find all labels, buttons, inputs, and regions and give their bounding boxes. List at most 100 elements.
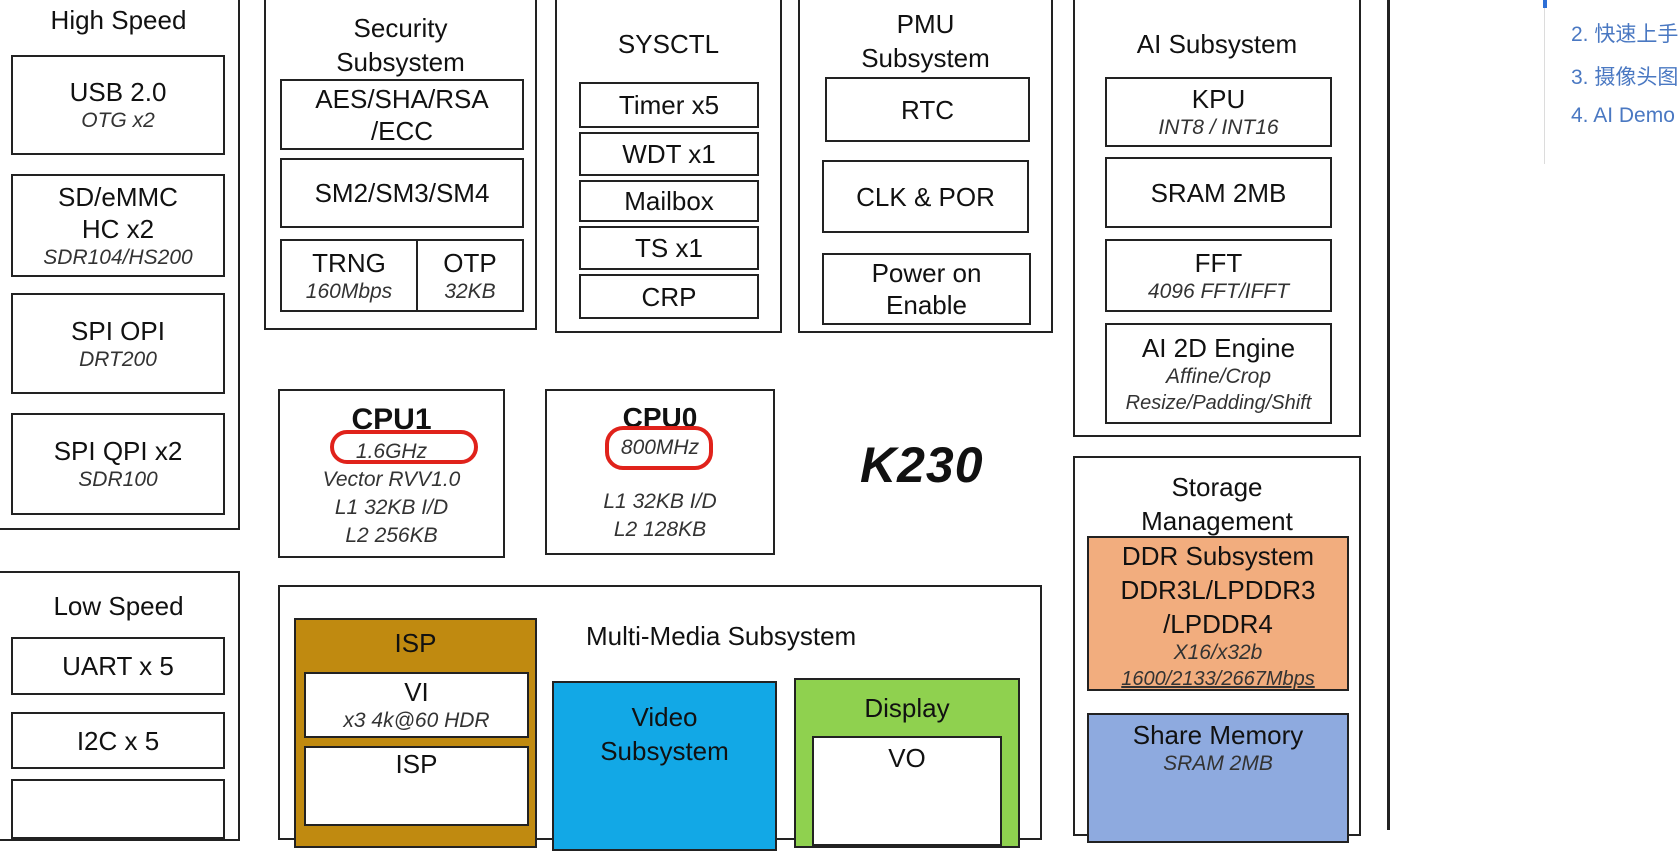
- ai-2d-engine-block: AI 2D Engine Affine/Crop Resize/Padding/…: [1105, 323, 1332, 424]
- aes-label-2: /ECC: [370, 115, 434, 146]
- sm-label: SM2/SM3/SM4: [314, 178, 490, 208]
- low-speed-item-partial: [11, 779, 225, 839]
- low-speed-title: Low Speed: [53, 591, 184, 621]
- timer-block: Timer x5: [579, 82, 759, 128]
- i2c-block: I2C x 5: [11, 712, 225, 769]
- vi-block: VI x3 4k@60 HDR: [304, 672, 529, 738]
- storage-title-1: Storage: [1171, 472, 1263, 502]
- pmu-title-2: Subsystem: [861, 43, 990, 73]
- ddr-label-2: DDR3L/LPDDR3: [1120, 575, 1316, 605]
- isp-inner-block: ISP: [304, 746, 529, 826]
- security-title-2: Subsystem: [336, 47, 465, 77]
- cpu0-l1: L1 32KB I/D: [603, 490, 717, 513]
- low-speed-block: Low Speed UART x 5 I2C x 5: [0, 571, 240, 841]
- ai-2d-engine-detail-1: Affine/Crop: [1165, 364, 1272, 388]
- chip-boundary-line: [1387, 0, 1390, 830]
- sd-emmc-label-2: HC x2: [81, 213, 155, 244]
- fft-detail: 4096 FFT/IFFT: [1147, 279, 1290, 303]
- security-subsystem-block: Security Subsystem AES/SHA/RSA /ECC SM2/…: [264, 0, 537, 330]
- high-speed-block: High Speed USB 2.0 OTG x2 SD/eMMC HC x2 …: [0, 0, 240, 530]
- spi-opi-label: SPI OPI: [71, 315, 165, 346]
- sd-emmc-label: SD/eMMC: [58, 181, 178, 212]
- share-memory-label: Share Memory: [1132, 720, 1304, 750]
- cpu1-l2: L2 256KB: [345, 524, 438, 547]
- uart-block: UART x 5: [11, 637, 225, 695]
- power-on-label: Power on: [871, 258, 982, 288]
- cpu0-block: CPU0 800MHz L1 32KB I/D L2 128KB: [545, 389, 775, 555]
- ai-sram-label: SRAM 2MB: [1150, 177, 1287, 208]
- sm-block: SM2/SM3/SM4: [280, 158, 524, 228]
- ddr-detail-1: X16/x32b: [1173, 641, 1263, 664]
- usb-detail: OTG x2: [81, 109, 155, 132]
- spi-opi-detail: DRT200: [79, 347, 157, 371]
- cpu1-freq: 1.6GHz: [355, 440, 428, 463]
- fft-label: FFT: [1194, 247, 1243, 278]
- ts-block: TS x1: [579, 226, 759, 270]
- ts-label: TS x1: [635, 233, 703, 263]
- kpu-label: KPU: [1191, 84, 1246, 114]
- ai-subsystem-block: AI Subsystem KPU INT8 / INT16 SRAM 2MB F…: [1073, 0, 1361, 437]
- wdt-label: WDT x1: [622, 139, 716, 169]
- spi-qpi-detail: SDR100: [78, 468, 158, 491]
- toc-item-camera[interactable]: 3. 摄像头图: [1571, 66, 1678, 89]
- toc-active-indicator: [1543, 0, 1547, 8]
- pmu-title-1: PMU: [896, 9, 955, 39]
- ai-2d-engine-detail-2: Resize/Padding/Shift: [1125, 391, 1312, 414]
- rtc-label: RTC: [901, 94, 954, 125]
- storage-title-2: Management: [1141, 506, 1293, 536]
- spi-qpi-label: SPI QPI x2: [53, 436, 183, 466]
- sysctl-title: SYSCTL: [617, 29, 720, 59]
- high-speed-title: High Speed: [50, 5, 187, 35]
- cpu0-freq: 800MHz: [620, 436, 700, 459]
- ddr-label-1: DDR Subsystem: [1121, 541, 1315, 571]
- isp-block: ISP VI x3 4k@60 HDR ISP: [294, 618, 537, 848]
- cpu1-freq-highlight: [330, 430, 478, 464]
- security-title-1: Security: [353, 13, 448, 43]
- vo-label: VO: [888, 743, 926, 773]
- otp-label: OTP: [443, 247, 497, 278]
- i2c-label: I2C x 5: [76, 725, 160, 756]
- vo-block: VO: [812, 736, 1002, 846]
- trng-otp-block: TRNG 160Mbps OTP 32KB: [280, 239, 524, 312]
- toc-item-quick-start[interactable]: 2. 快速上手: [1571, 23, 1678, 46]
- aes-block: AES/SHA/RSA /ECC: [280, 79, 524, 150]
- spi-qpi-block: SPI QPI x2 SDR100: [11, 413, 225, 515]
- display-block: Display VO: [794, 678, 1020, 848]
- timer-label: Timer x5: [618, 90, 720, 120]
- video-label-2: Subsystem: [600, 736, 729, 766]
- otp-cell: OTP 32KB: [418, 241, 522, 310]
- sd-emmc-block: SD/eMMC HC x2 SDR104/HS200: [11, 174, 225, 277]
- mailbox-label: Mailbox: [624, 186, 714, 216]
- table-of-contents: 2. 快速上手 3. 摄像头图 4. AI Demo: [1543, 0, 1678, 164]
- vi-label: VI: [404, 677, 429, 707]
- usb-block: USB 2.0 OTG x2: [11, 55, 225, 155]
- trng-cell: TRNG 160Mbps: [282, 241, 418, 310]
- display-title: Display: [864, 693, 950, 723]
- aes-label: AES/SHA/RSA: [315, 83, 489, 114]
- cpu1-l1: L1 32KB I/D: [334, 496, 449, 519]
- power-on-label-2: Enable: [886, 290, 967, 320]
- video-subsystem-block: Video Subsystem: [552, 681, 777, 851]
- rtc-block: RTC: [825, 77, 1030, 142]
- cpu0-freq-highlight: [605, 426, 713, 470]
- power-on-block: Power on Enable: [822, 253, 1031, 325]
- share-memory-block: Share Memory SRAM 2MB: [1087, 713, 1349, 843]
- ai-sram-block: SRAM 2MB: [1105, 157, 1332, 228]
- share-memory-detail: SRAM 2MB: [1163, 752, 1273, 775]
- multimedia-subsystem-block: Multi-Media Subsystem ISP VI x3 4k@60 HD…: [278, 585, 1042, 851]
- cpu1-vector: Vector RVV1.0: [322, 468, 461, 491]
- wdt-block: WDT x1: [579, 132, 759, 176]
- spi-opi-block: SPI OPI DRT200: [11, 293, 225, 394]
- ddr-label-3: /LPDDR4: [1163, 609, 1273, 639]
- toc-item-ai-demo[interactable]: 4. AI Demo: [1571, 104, 1675, 127]
- sysctl-block: SYSCTL Timer x5 WDT x1 Mailbox TS x1 CRP: [555, 0, 782, 333]
- storage-management-block: Storage Management DDR Subsystem DDR3L/L…: [1073, 456, 1361, 843]
- vi-detail: x3 4k@60 HDR: [343, 709, 490, 732]
- cpu0-l2: L2 128KB: [613, 518, 707, 541]
- crp-label: CRP: [641, 281, 697, 312]
- clk-por-block: CLK & POR: [822, 160, 1029, 233]
- trng-label: TRNG: [312, 247, 386, 278]
- video-label-1: Video: [631, 702, 698, 732]
- sd-emmc-detail: SDR104/HS200: [43, 245, 193, 269]
- uart-label: UART x 5: [62, 651, 174, 681]
